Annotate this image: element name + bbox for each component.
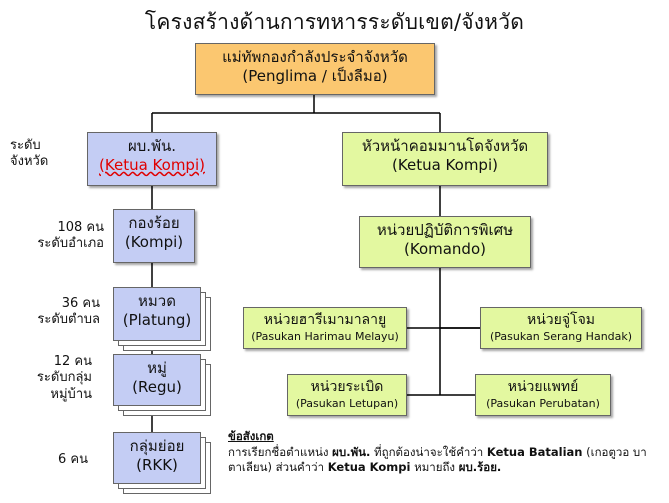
battalion-commander-sub: (Ketua Kompi) bbox=[99, 155, 205, 174]
top-commander-box: แม่ทัพกองกำลังประจำจังหวัด (Penglima / เ… bbox=[195, 43, 435, 95]
special-ops-sub: (Komando) bbox=[404, 239, 486, 258]
level-label-district: 108 คน ระดับอำเภอ bbox=[37, 220, 104, 252]
commando-chief-sub: (Ketua Kompi) bbox=[392, 155, 498, 174]
subgroup-thai: กลุ่มย่อย bbox=[129, 437, 185, 455]
level-label-village-group: 12 คน ระดับกลุ่ม หมู่บ้าน bbox=[36, 354, 92, 402]
unit-harimau-sub: (Pasukan Harimau Melayu) bbox=[251, 329, 399, 343]
unit-harimau-thai: หน่วยฮารีเมามาลายู bbox=[263, 312, 387, 328]
squad-thai: หมู่ bbox=[147, 359, 167, 377]
unit-serang-thai: หน่วยจู่โจม bbox=[526, 312, 596, 328]
box-company: กองร้อย (Kompi) bbox=[113, 209, 195, 263]
unit-letupan-sub: (Pasukan Letupan) bbox=[295, 396, 399, 410]
box-platoon: หมวด (Platung) bbox=[113, 287, 201, 341]
unit-letupan-thai: หน่วยระเบิด bbox=[310, 379, 384, 395]
squad-sub: (Regu) bbox=[132, 377, 182, 396]
platoon-sub: (Platung) bbox=[122, 310, 192, 329]
box-unit-serang: หน่วยจู่โจม (Pasukan Serang Handak) bbox=[480, 307, 642, 349]
level-label-subdistrict: 36 คน ระดับตำบล bbox=[37, 296, 100, 328]
top-commander-title: แม่ทัพกองกำลังประจำจังหวัด bbox=[222, 48, 408, 66]
note-heading: ข้อสังเกต bbox=[228, 429, 274, 443]
note-block: ข้อสังเกต การเรียกชื่อตำแหน่ง ผบ.พัน. ที… bbox=[228, 429, 658, 476]
box-subgroup: กลุ่มย่อย (RKK) bbox=[113, 432, 201, 484]
top-commander-subtitle: (Penglima / เป็งลีมอ) bbox=[242, 66, 388, 85]
subgroup-sub: (RKK) bbox=[136, 455, 178, 474]
diagram-title: โครงสร้างด้านการทหารระดับเขต/จังหวัด bbox=[144, 10, 525, 34]
box-commando-chief: หัวหน้าคอมมานโดจังหวัด (Ketua Kompi) bbox=[342, 132, 548, 186]
company-thai: กองร้อย bbox=[128, 214, 180, 232]
level-label-subgroup: 6 คน bbox=[58, 452, 88, 467]
level-label-province: ระดับ จังหวัด bbox=[10, 138, 49, 170]
box-unit-letupan: หน่วยระเบิด (Pasukan Letupan) bbox=[287, 374, 407, 416]
company-sub: (Kompi) bbox=[124, 232, 184, 251]
commando-chief-thai: หัวหน้าคอมมานโดจังหวัด bbox=[361, 137, 529, 155]
special-ops-thai: หน่วยปฏิบัติการพิเศษ bbox=[376, 221, 514, 239]
box-unit-perubatan: หน่วยแพทย์ (Pasukan Perubatan) bbox=[475, 374, 611, 416]
battalion-commander-thai: ผบ.พัน. bbox=[128, 137, 176, 155]
unit-perubatan-sub: (Pasukan Perubatan) bbox=[486, 396, 600, 410]
box-unit-harimau: หน่วยฮารีเมามาลายู (Pasukan Harimau Mela… bbox=[243, 307, 407, 349]
unit-perubatan-thai: หน่วยแพทย์ bbox=[507, 379, 579, 395]
platoon-thai: หมวด bbox=[138, 292, 176, 310]
note-body: การเรียกชื่อตำแหน่ง ผบ.พัน. ที่ถูกต้องน่… bbox=[228, 444, 647, 475]
unit-serang-sub: (Pasukan Serang Handak) bbox=[489, 329, 633, 343]
box-special-ops: หน่วยปฏิบัติการพิเศษ (Komando) bbox=[359, 216, 531, 268]
box-battalion-commander: ผบ.พัน. (Ketua Kompi) bbox=[87, 132, 217, 186]
box-squad: หมู่ (Regu) bbox=[113, 354, 201, 406]
